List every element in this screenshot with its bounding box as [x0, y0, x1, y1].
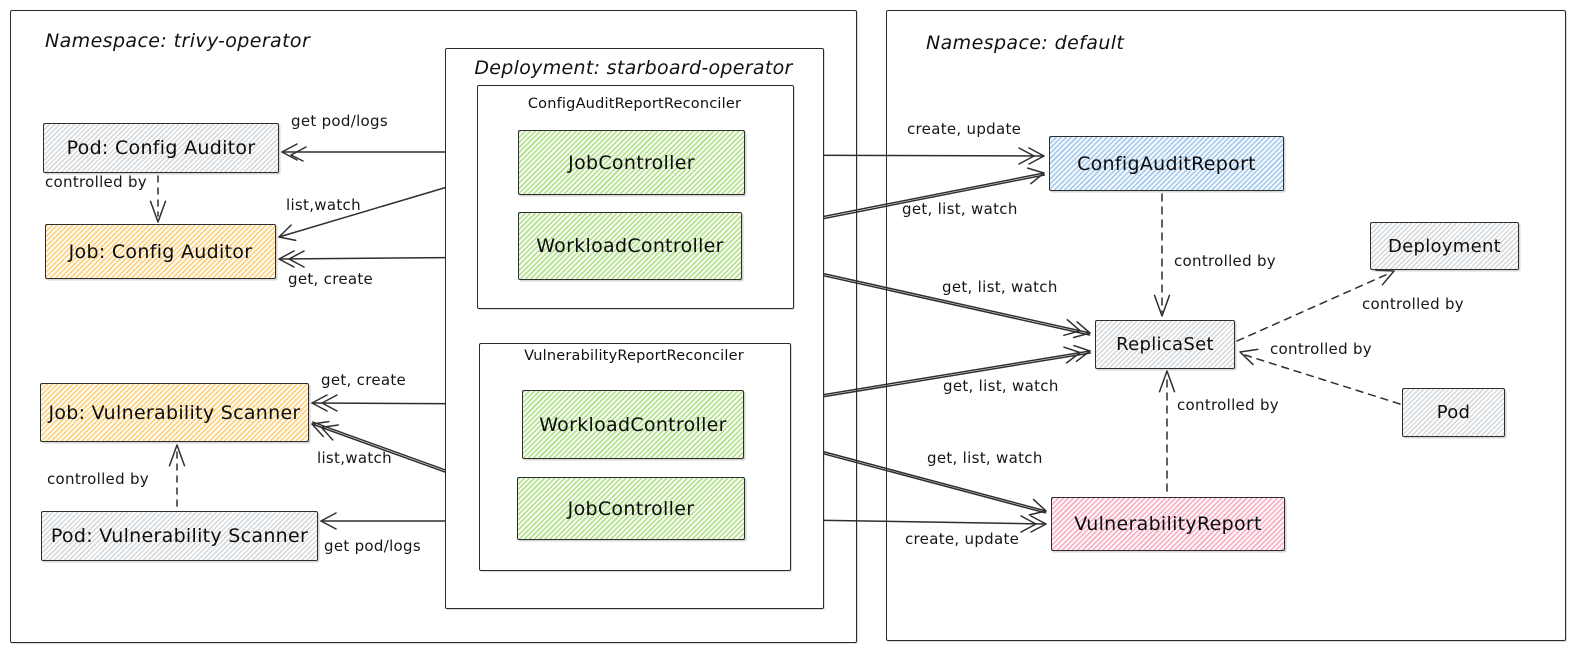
node-label: Pod — [1436, 402, 1471, 423]
node-label: Pod: Vulnerability Scanner — [50, 525, 309, 547]
node-label: ReplicaSet — [1116, 334, 1214, 355]
edge-label-create-update-top: create, update — [907, 120, 1022, 138]
vulnerability-reconciler-title: VulnerabilityReportReconciler — [524, 348, 744, 364]
node-label: VulnerabilityReport — [1074, 513, 1262, 535]
node-replica-set: ReplicaSet — [1095, 320, 1235, 369]
node-pod: Pod — [1402, 388, 1505, 437]
node-label: Pod: Config Auditor — [66, 137, 256, 159]
config-audit-reconciler-title: ConfigAuditReportReconciler — [527, 96, 742, 112]
node-label: WorkloadController — [536, 235, 724, 257]
default-namespace-title: Namespace: default — [926, 32, 1125, 54]
edge-label-get-pod-logs-bottom: get pod/logs — [324, 537, 421, 555]
edge-label-get-pod-logs-top: get pod/logs — [291, 112, 388, 130]
node-label: WorkloadController — [539, 413, 727, 436]
trivy-namespace-title: Namespace: trivy-operator — [45, 30, 311, 52]
edge-label-controlled-by-configauditreport: controlled by — [1174, 252, 1276, 270]
node-pod-config-auditor: Pod: Config Auditor — [43, 123, 279, 173]
edge-label-get-list-watch-4: get, list, watch — [927, 449, 1043, 467]
node-vr-job-controller: JobController — [517, 477, 745, 540]
deployment-group-title: Deployment: starboard-operator — [474, 57, 793, 79]
vulnerability-reconciler-frame — [479, 343, 791, 571]
node-job-vulnerability-scanner: Job: Vulnerability Scanner — [40, 383, 309, 442]
node-ca-job-controller: JobController — [518, 130, 745, 195]
node-config-audit-report: ConfigAuditReport — [1049, 136, 1284, 191]
edge-label-create-update-bottom: create, update — [905, 530, 1020, 548]
edge-label-get-create-top: get, create — [288, 270, 374, 288]
node-label: Job: Vulnerability Scanner — [48, 401, 301, 424]
edge-label-controlled-by-deployment: controlled by — [1362, 295, 1464, 313]
edge-label-controlled-by-pod: controlled by — [1270, 340, 1372, 358]
trivy-namespace-frame — [10, 10, 857, 643]
edge-label-list-watch-bottom: list,watch — [317, 449, 392, 467]
edge-label-get-list-watch-3: get, list, watch — [943, 377, 1059, 395]
config-audit-reconciler-frame — [477, 85, 794, 309]
edge-label-controlled-by-left-bottom: controlled by — [47, 470, 149, 488]
edge-label-controlled-by-vulnerabilityreport: controlled by — [1177, 396, 1279, 414]
node-label: Job: Config Auditor — [68, 240, 253, 263]
node-ca-workload-controller: WorkloadController — [518, 212, 742, 280]
edge-label-get-list-watch-2: get, list, watch — [942, 278, 1058, 296]
node-label: JobController — [567, 497, 695, 520]
node-deployment: Deployment — [1370, 222, 1519, 270]
node-job-config-auditor: Job: Config Auditor — [45, 224, 276, 279]
edge-label-list-watch-top: list,watch — [286, 196, 361, 214]
edge-label-controlled-by-left-top: controlled by — [45, 173, 147, 191]
node-label: JobController — [568, 151, 695, 174]
edge-label-get-create-bottom: get, create — [321, 371, 407, 389]
node-label: ConfigAuditReport — [1077, 152, 1256, 175]
node-vulnerability-report: VulnerabilityReport — [1051, 497, 1285, 551]
node-label: Deployment — [1387, 235, 1502, 257]
default-namespace-frame — [886, 10, 1566, 641]
edge-label-get-list-watch-1: get, list, watch — [902, 200, 1018, 218]
node-vr-workload-controller: WorkloadController — [522, 390, 744, 459]
node-pod-vulnerability-scanner: Pod: Vulnerability Scanner — [41, 511, 318, 561]
